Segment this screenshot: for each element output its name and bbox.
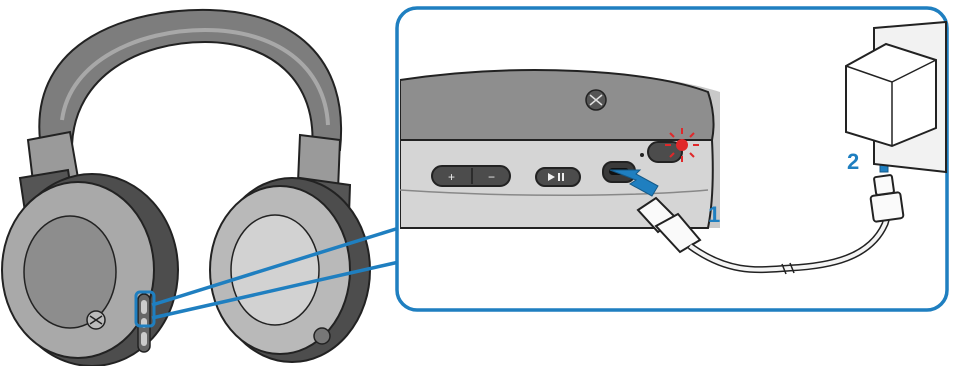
step-1-label: 1 — [708, 202, 721, 227]
usb-a-plug — [869, 174, 905, 223]
insert-arrow-icon — [609, 169, 659, 197]
left-earcup — [1, 173, 179, 367]
ac-adapter-icon — [845, 42, 937, 148]
power-button — [647, 141, 683, 163]
headphones-icon — [1, 8, 371, 367]
volume-button: + − — [431, 165, 511, 187]
usb-cable-icon — [636, 174, 905, 275]
volume-down-glyph: − — [488, 170, 495, 184]
usb-c-plug — [636, 196, 702, 254]
step-2-label: 2 — [847, 149, 860, 174]
volume-up-glyph: + — [448, 170, 455, 184]
play-pause-button — [535, 167, 581, 187]
charging-indicator-icon — [665, 128, 699, 162]
right-earcup — [209, 177, 371, 363]
callout-connector — [134, 226, 400, 328]
mic-hole — [640, 153, 644, 157]
